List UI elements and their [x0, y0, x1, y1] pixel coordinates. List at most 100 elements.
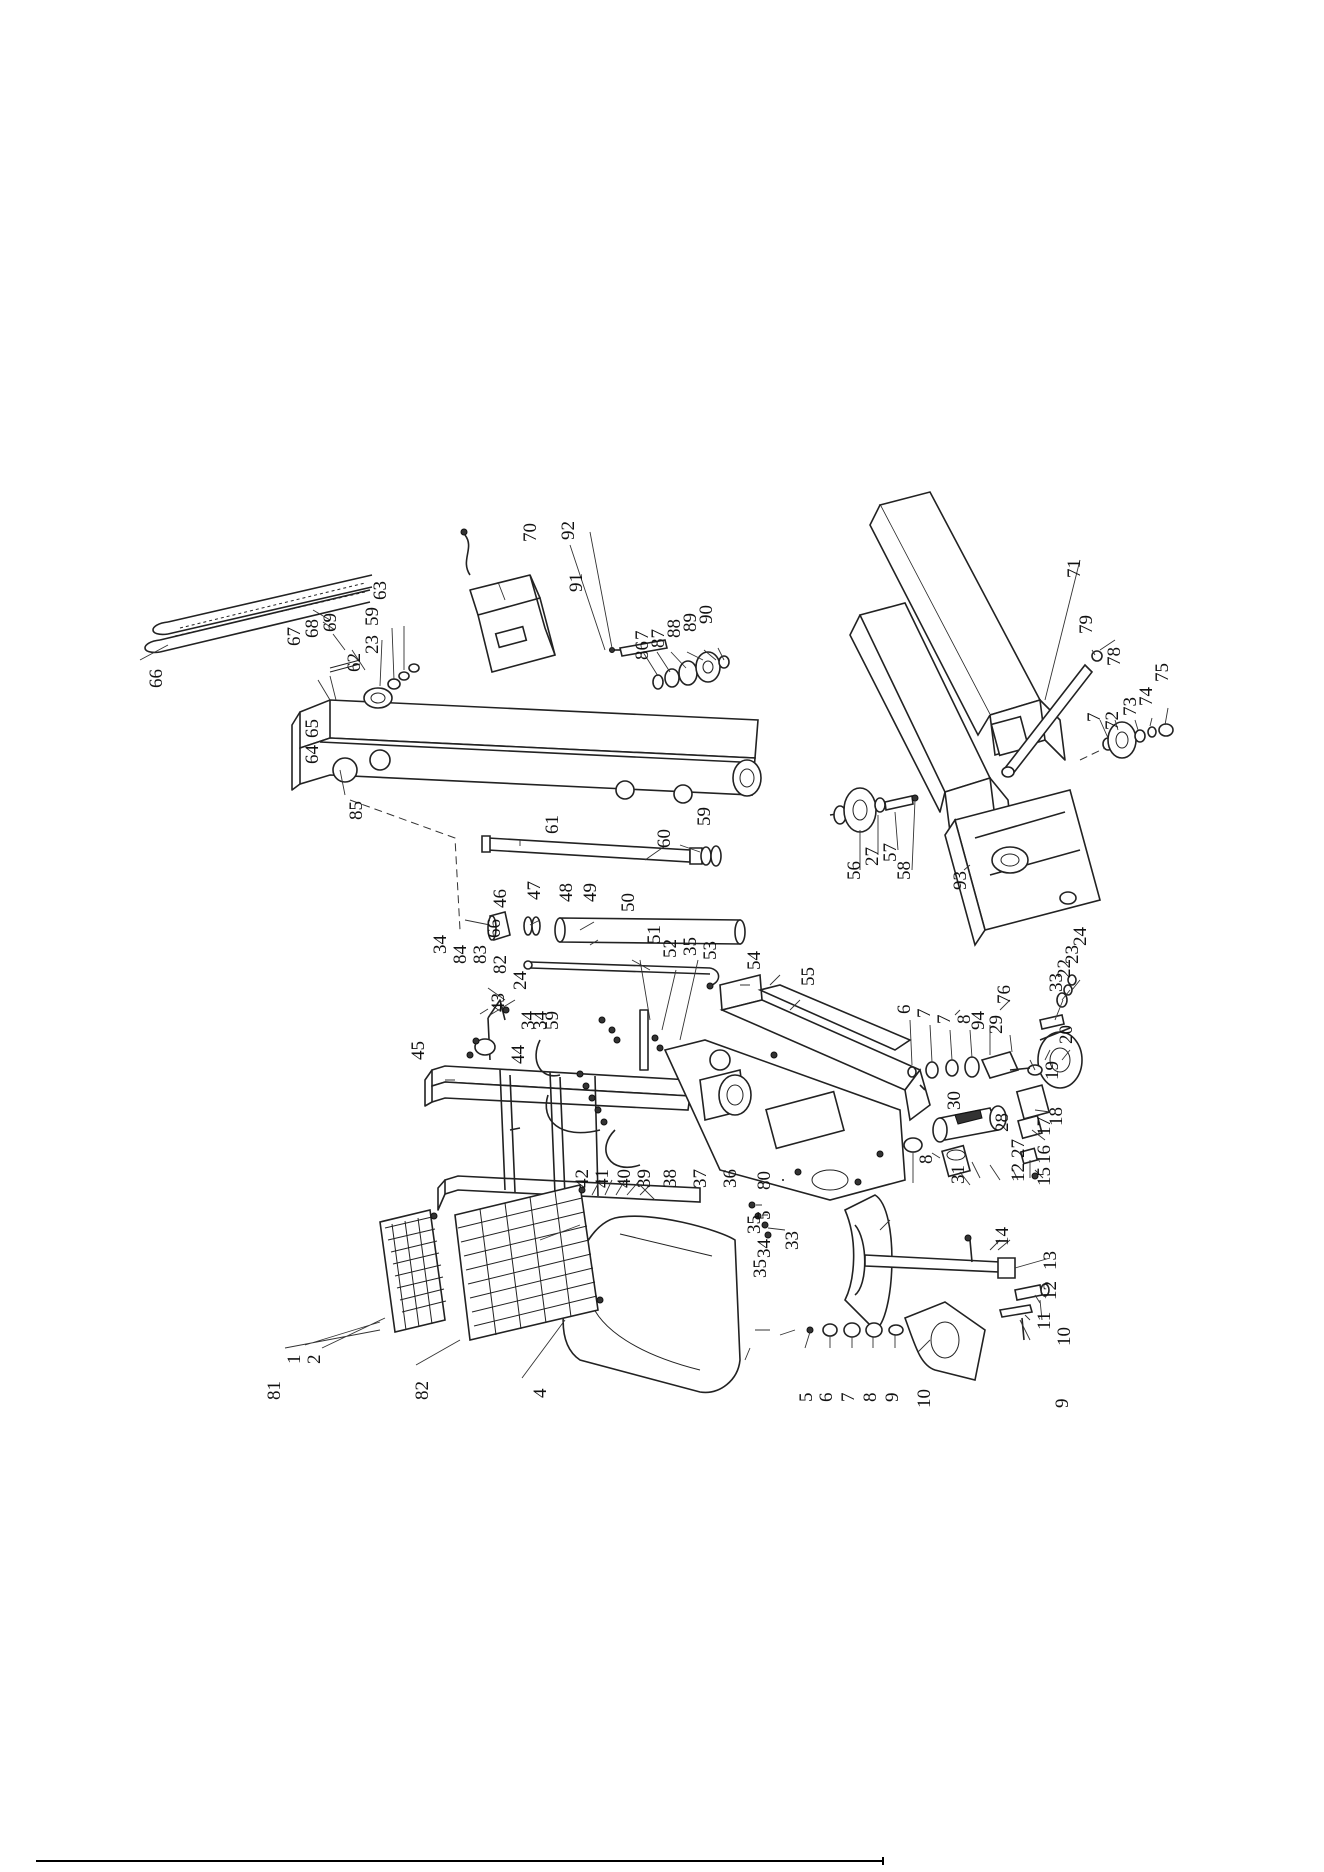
label-58: 57 — [880, 843, 901, 862]
label-25: 23 — [1062, 945, 1083, 964]
label-12: 10 — [1054, 1327, 1075, 1346]
label-11: 9 — [1052, 1399, 1073, 1409]
label-50: 49 — [580, 883, 601, 902]
label-6: 6 — [816, 1393, 837, 1403]
label-79: 79 — [1076, 615, 1097, 634]
label-81: 81 — [264, 1381, 285, 1400]
label-64: 63 — [370, 581, 391, 600]
label-34-c: 34 — [754, 1239, 775, 1259]
label-37: 36 — [720, 1169, 741, 1188]
label-53: 52 — [660, 939, 681, 958]
label-4: 4 — [530, 1388, 551, 1398]
label-19: 17 — [1034, 1117, 1055, 1136]
label-27-c: 27 — [1008, 1139, 1029, 1158]
label-63: 62 — [344, 653, 365, 672]
part-17-18 — [1019, 1147, 1039, 1180]
label-18: 16 — [1034, 1145, 1055, 1164]
label-59-top: 59 — [362, 607, 383, 626]
label-2-a: 5 — [754, 1211, 775, 1221]
label-75: 74 — [1136, 687, 1157, 707]
part-5-10-caster — [806, 1301, 986, 1381]
label-23-mid: 27 — [862, 847, 883, 866]
label-80: 80 — [754, 1171, 775, 1190]
label-7-d: 8 — [916, 1155, 937, 1165]
label-9: 9 — [882, 1393, 903, 1403]
label-35-a: 59 — [542, 1011, 563, 1030]
label-36: 35 — [750, 1259, 771, 1278]
label-55: 54 — [744, 951, 765, 971]
label-8-a: 8 — [954, 1015, 975, 1025]
label-10: 10 — [914, 1389, 935, 1408]
label-70: 69 — [320, 613, 341, 632]
label-1: 1 — [284, 1355, 305, 1365]
part-62-cylinder — [349, 799, 722, 931]
label-39: 38 — [660, 1169, 681, 1188]
label-47: 46 — [490, 889, 511, 908]
label-84: 83 — [470, 945, 491, 964]
label-83: 82 — [490, 955, 511, 974]
part-57-wheel — [829, 787, 919, 833]
label-8: 8 — [860, 1393, 881, 1403]
label-33-b: 33 — [782, 1231, 803, 1250]
label-46: 45 — [408, 1041, 429, 1060]
label-62: 61 — [542, 815, 563, 834]
label-22: 20 — [1056, 1025, 1077, 1044]
label-54: 53 — [700, 941, 721, 960]
footer-rule — [36, 1860, 882, 1862]
label-85: 84 — [450, 945, 471, 965]
label-82: 82 — [412, 1381, 433, 1400]
label-12-a: 12 — [1008, 1163, 1029, 1182]
part-steer-column — [907, 1051, 1051, 1143]
label-94: 93 — [950, 871, 971, 890]
label-45: 44 — [508, 1045, 529, 1065]
label-43: 42 — [572, 1169, 593, 1188]
label-27-a: 34 — [430, 935, 451, 955]
part-73-76-wheel — [1079, 721, 1174, 761]
label-87: 86 — [632, 641, 653, 660]
label-67: 66 — [146, 669, 167, 688]
label-23-bot: 33 — [1046, 973, 1067, 992]
label-91: 90 — [696, 605, 717, 624]
label-66-b: 66 — [484, 919, 505, 938]
part-81-82-mesh — [379, 1184, 604, 1341]
label-78: 78 — [1104, 647, 1125, 666]
label-88: 87 — [648, 629, 669, 648]
part-54-56-pump-housing — [663, 973, 931, 1201]
label-38: 37 — [690, 1169, 711, 1188]
label-73: 72 — [1102, 711, 1123, 730]
label-7-c: 7 — [934, 1015, 955, 1025]
label-24: 22 — [1054, 959, 1075, 978]
label-5: 5 — [796, 1393, 817, 1403]
part-71-box — [460, 528, 556, 673]
label-42: 41 — [592, 1169, 613, 1188]
label-34-a: 35 — [680, 937, 701, 956]
part-67-chain — [144, 574, 373, 654]
label-48: 47 — [524, 881, 545, 900]
part-77-base-frame — [944, 650, 1103, 947]
label-93: 92 — [558, 521, 579, 540]
label-57: 56 — [844, 861, 865, 880]
label-20: 18 — [1046, 1107, 1067, 1126]
label-56: 55 — [798, 967, 819, 986]
label-26: 24 — [1070, 927, 1091, 947]
label-29: 29 — [986, 1015, 1007, 1034]
label-76: 75 — [1152, 663, 1173, 682]
label-28: 28 — [992, 1113, 1013, 1132]
footer-tick — [882, 1857, 884, 1865]
label-7-a: 7 — [632, 631, 653, 641]
label-31: 31 — [948, 1165, 969, 1184]
label-15: 13 — [1040, 1251, 1061, 1270]
label-27-b: 24 — [510, 971, 531, 991]
label-21: 19 — [1042, 1061, 1063, 1080]
label-89: 88 — [664, 619, 685, 638]
part-46-upright-frame — [424, 999, 701, 1211]
label-44: 43 — [488, 993, 509, 1012]
drawing-layer — [144, 491, 1174, 1394]
label-33-a: 34 — [518, 1011, 539, 1031]
label-52: 51 — [644, 925, 665, 944]
part-86-frame — [291, 699, 762, 804]
label-2: 2 — [304, 1355, 325, 1365]
part-47-50-cylinder-parts — [487, 911, 746, 990]
part-87-91-wheel — [652, 651, 730, 690]
